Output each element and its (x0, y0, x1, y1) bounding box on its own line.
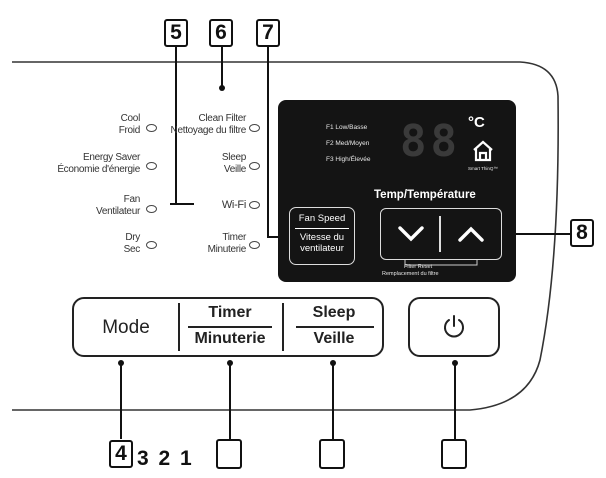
fan-level-2: F2 Med/Moyen (326, 140, 370, 147)
indicator-energy-saver-fr: Économie d'énergie (57, 164, 140, 175)
leader-6-dot (219, 85, 225, 91)
display-panel: F1 Low/Basse F2 Med/Moyen F3 High/Élevée… (278, 100, 516, 282)
bottom-button-group: Mode Timer Minuterie Sleep Veille (72, 297, 384, 357)
smart-home-icon (473, 140, 493, 162)
leader-7-vertical (267, 47, 269, 237)
energy-saver-led (146, 162, 157, 170)
leader-5-vertical (175, 47, 177, 204)
timer-button[interactable]: Timer (208, 304, 252, 321)
callout-timer-empty (216, 439, 242, 469)
leader-6 (221, 47, 223, 87)
wifi-led (249, 201, 260, 209)
indicator-clean-filter: Clean Filter Nettoyage du filtre (150, 113, 247, 137)
temperature-segments: 88 (400, 116, 461, 167)
temperature-control (380, 208, 502, 260)
indicator-sleep-en: Sleep (221, 152, 246, 163)
indicator-wifi: Wi-Fi (170, 199, 246, 211)
celsius-unit: °C (468, 114, 485, 131)
indicator-cool-fr: Froid (118, 125, 141, 136)
timer-fr-label: Minuterie (194, 330, 266, 347)
indicator-sleep: Sleep Veille (170, 152, 246, 176)
temp-up-button[interactable] (451, 214, 491, 254)
indicator-wifi-en: Wi-Fi (221, 199, 246, 211)
sleep-fr-label: Veille (313, 330, 355, 347)
sleep-underline (296, 326, 374, 328)
callout-5: 5 (164, 19, 188, 47)
callout-7: 7 (256, 19, 280, 47)
indicator-cool-en: Cool (120, 113, 141, 124)
leader-sleep (332, 363, 334, 439)
filter-reset-bracket (404, 260, 478, 266)
indicator-timer: Timer Minuterie (170, 232, 247, 256)
dry-led (146, 241, 157, 249)
arrow-divider (439, 216, 441, 252)
indicator-energy-saver: Energy Saver Économie d'énergie (10, 152, 140, 176)
indicator-timer-fr: Minuterie (207, 244, 247, 255)
indicator-sleep-fr: Veille (223, 164, 246, 175)
leader-power (454, 363, 456, 439)
fan-led (146, 205, 157, 213)
leader-8 (494, 233, 571, 235)
chevron-down-icon (398, 226, 424, 242)
indicator-dry: Dry Sec (40, 232, 141, 256)
temp-title: Temp/Température (374, 189, 476, 201)
divider-2 (282, 303, 284, 351)
divider-1 (178, 303, 180, 351)
indicator-energy-saver-en: Energy Saver (83, 152, 140, 163)
leader-mode (120, 363, 122, 439)
indicator-dry-fr: Sec (123, 244, 141, 255)
temp-down-button[interactable] (391, 214, 431, 254)
callout-6: 6 (209, 19, 233, 47)
indicator-fan-fr: Ventilateur (96, 206, 140, 217)
mode-button[interactable]: Mode (102, 317, 150, 338)
timer-underline (188, 326, 272, 328)
power-icon (444, 315, 464, 338)
filter-reset-en: Filter Reset (404, 264, 433, 270)
timer-led (249, 241, 260, 249)
indicator-fan: Fan Ventilateur (40, 194, 140, 218)
callout-4: 4 (109, 440, 133, 468)
indicator-cool: Cool Froid (40, 113, 141, 137)
chevron-up-icon (458, 226, 484, 242)
callout-sleep-empty (319, 439, 345, 469)
leader-timer (229, 363, 231, 439)
indicator-timer-en: Timer (222, 232, 246, 243)
indicator-fan-en: Fan (123, 194, 141, 205)
callout-power-empty (441, 439, 467, 469)
callout-sequence: 3 2 1 (137, 447, 194, 470)
fan-level-1: F1 Low/Basse (326, 124, 368, 131)
indicator-clean-filter-en: Clean Filter (198, 113, 246, 124)
fan-speed-fr: Vitesse du ventilateur (295, 228, 349, 254)
smart-label: Smart ThinQ™ (468, 166, 498, 171)
fan-speed-en: Fan Speed (298, 213, 346, 224)
power-button[interactable] (408, 297, 500, 357)
cool-led (146, 124, 157, 132)
clean-filter-led (249, 124, 260, 132)
indicator-dry-en: Dry (125, 232, 140, 243)
fan-speed-button[interactable]: Fan Speed Vitesse du ventilateur (289, 207, 355, 265)
callout-8: 8 (570, 219, 594, 247)
sleep-led (249, 162, 260, 170)
filter-reset-fr: Remplacement du filtre (382, 271, 439, 277)
indicator-clean-filter-fr: Nettoyage du filtre (170, 125, 247, 136)
sleep-button[interactable]: Sleep (312, 304, 356, 321)
fan-level-3: F3 High/Élevée (326, 156, 371, 163)
leader-5-horizontal (170, 203, 194, 205)
